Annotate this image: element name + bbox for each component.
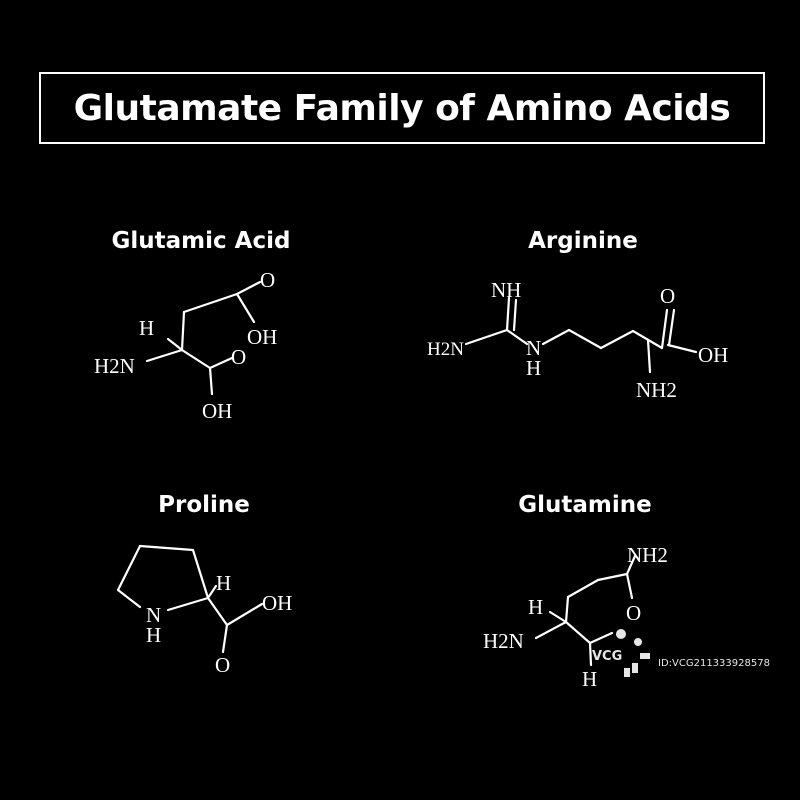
gln-nh2-label: NH2 [627,543,668,567]
pro-bond-1 [138,544,195,552]
gln-bond-10 [588,641,593,667]
pro-bond-6 [206,584,218,600]
arg-bond-10 [660,308,669,350]
arg-bond-7 [599,329,635,350]
glutamic-acid-structure: H H2N OH OH O O [94,268,277,423]
pro-bond-7 [206,596,229,627]
arg-bond-5 [541,328,571,346]
arg-h-label: H [526,356,541,380]
gluacid-bond-6 [208,366,214,396]
gluacid-bond-3 [235,280,262,296]
arg-bond-3 [512,298,518,332]
gluacid-oh-top-label: OH [247,325,277,349]
gluacid-bond-4 [235,292,256,324]
watermark-id-text: ID:VCG211333928578 [658,658,770,669]
arg-bond-6 [567,328,603,350]
arginine-structure: NH H2N N H O OH NH2 [427,278,728,402]
gln-bond-6 [548,610,568,624]
gln-bond-9 [588,631,614,645]
pro-h-alpha-label: H [216,571,231,595]
gln-h-bottom-label: H [582,667,597,691]
arg-nh-label: NH [491,278,521,302]
pro-bond-8 [225,602,264,627]
gluacid-bond-5 [180,348,212,370]
arg-n-label: N [526,336,541,360]
gln-bond-4 [625,554,637,576]
gln-bond-5 [625,572,634,600]
gluacid-bond-9 [145,348,184,363]
gln-h2n-label: H2N [483,629,524,653]
arg-nh2-label: NH2 [636,378,677,402]
pro-bond-5 [166,596,210,612]
pro-oh-label: OH [262,591,292,615]
gluacid-oh-bottom-label: OH [202,399,232,423]
arg-bond-2 [505,296,511,332]
pro-bond-3 [116,588,142,609]
arg-bond-9 [646,338,652,374]
arg-bond-1 [464,328,509,346]
gluacid-h2n-label: H2N [94,354,135,378]
pro-bond-9 [221,623,229,654]
title-box: Glutamate Family of Amino Acids [39,72,765,144]
arg-bond-4 [505,328,529,346]
gln-bond-8 [564,620,592,645]
gln-h-alpha-label: H [528,595,543,619]
proline-structure: N H H OH O [116,544,292,677]
glutamine-structure: NH2 O H H2N H [483,543,668,691]
proline-name: Proline [158,492,250,518]
arginine-name: Arginine [528,228,638,254]
gln-bond-1 [564,595,570,624]
pro-o-label: O [215,653,230,677]
glutamine-name: Glutamine [518,492,652,518]
gluacid-bond-8 [166,337,184,352]
gluacid-h-label: H [139,316,154,340]
arg-o-label: O [660,284,675,308]
pro-h-ring-label: H [146,623,161,647]
gln-bond-2 [566,578,600,599]
pro-bond-2 [116,544,142,592]
vcg-watermark: VCG ID:VCG211333928578 [592,629,770,677]
gluacid-bond-7 [208,356,234,370]
gln-bond-7 [534,620,568,640]
arg-bond-11 [667,308,676,347]
vcg-logo-icon [616,629,650,677]
gluacid-bond-2 [182,292,239,314]
page-title: Glutamate Family of Amino Acids [73,87,731,129]
arg-h2n-label: H2N [427,339,464,360]
gln-bond-3 [596,572,629,582]
vcg-logo-text: VCG [592,649,622,664]
gluacid-bond-1 [180,310,186,352]
arg-bond-12 [666,343,698,354]
pro-n-label: N [146,603,161,627]
gln-o-label: O [626,601,641,625]
arg-oh-label: OH [698,343,728,367]
gluacid-o-top-label: O [260,268,275,292]
pro-bond-4 [191,548,210,600]
glutamic-acid-name: Glutamic Acid [111,228,291,254]
gluacid-o-bottom-label: O [231,345,246,369]
